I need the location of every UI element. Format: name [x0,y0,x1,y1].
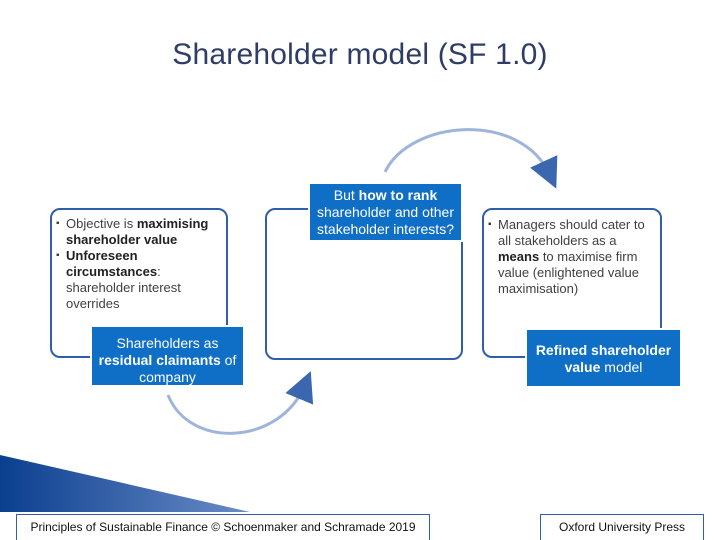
left-bullet-1: ▪Objective is maximising shareholder val… [56,216,209,247]
left-bullet-2: ▪Unforeseen circumstances: shareholder i… [56,248,181,311]
slide-title: Shareholder model (SF 1.0) [172,38,548,71]
footer-publisher-text: Oxford University Press [558,520,686,534]
footer-publisher: Oxford University Press [540,514,704,540]
footer-citation-text: Principles of Sustainable Finance © Scho… [30,520,416,534]
bottom-arc-arrow [166,371,314,435]
corner-wedge [0,455,250,512]
middle-blue-box: But how to rank shareholder and other st… [308,182,463,242]
right-blue-box: Refined shareholder value model [525,328,682,388]
top-arc-arrow [383,128,558,189]
left-blue-box: Shareholders as residual claimants of co… [90,325,245,387]
footer-citation: Principles of Sustainable Finance © Scho… [16,514,430,540]
right-bullet-1: ▪Managers should cater to all stakeholde… [488,217,645,296]
